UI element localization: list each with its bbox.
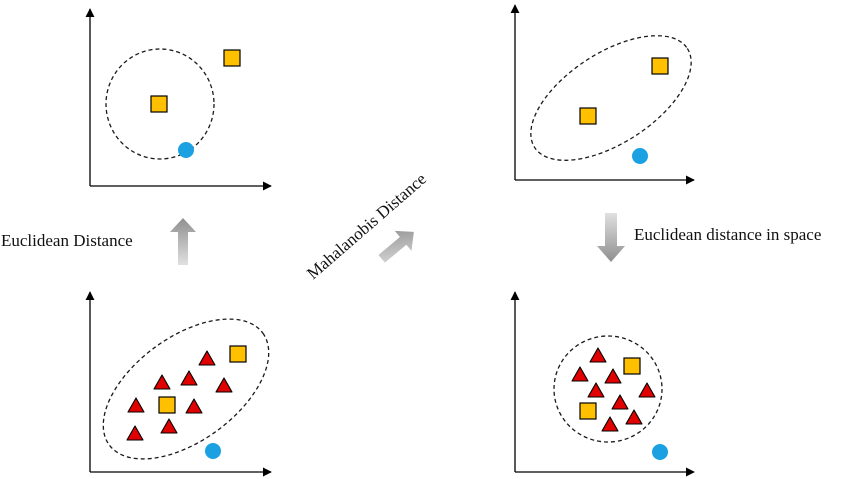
triangle-marker [185,398,203,414]
circle-marker [652,444,668,460]
circle-marker [205,443,221,459]
triangle-marker [153,374,171,390]
dashed-ellipse [530,35,692,161]
down-arrow-icon [597,213,625,262]
triangle-marker [638,382,656,398]
square-marker [223,49,241,67]
square-marker [150,95,168,113]
euclidean-distance-in-space-label: Euclidean distance in space [634,225,821,244]
circle-marker [178,142,194,158]
triangle-marker [601,416,619,432]
triangle-marker [625,409,643,425]
triangle-marker [604,368,622,384]
triangle-marker [180,370,198,386]
panel-top-right [510,4,695,185]
triangle-marker [160,418,178,434]
square-marker [651,57,669,75]
triangle-marker [198,350,216,366]
euclidean-distance-label: Euclidean Distance [1,231,133,250]
dashed-ellipse [102,318,270,460]
triangle-marker [215,377,233,393]
square-marker [579,107,597,125]
triangle-marker [589,347,607,363]
triangle-marker [571,366,589,382]
triangle-marker [126,425,144,441]
circle-marker [632,148,648,164]
square-marker [158,396,176,414]
mahalanobis-distance-label: Mahalanobis Distance [303,169,430,283]
triangle-marker [587,382,605,398]
square-marker [623,357,641,375]
dashed-circle [105,48,215,160]
square-marker [579,402,597,420]
triangle-marker [611,394,629,410]
panel-top-left [85,8,272,191]
panel-bottom-left [85,291,272,477]
panel-bottom-right [510,291,695,477]
square-marker [229,345,247,363]
dashed-circle [553,335,663,443]
triangle-marker [127,397,145,413]
diagonal-arrow-icon [378,230,414,263]
up-arrow-icon [170,218,196,265]
